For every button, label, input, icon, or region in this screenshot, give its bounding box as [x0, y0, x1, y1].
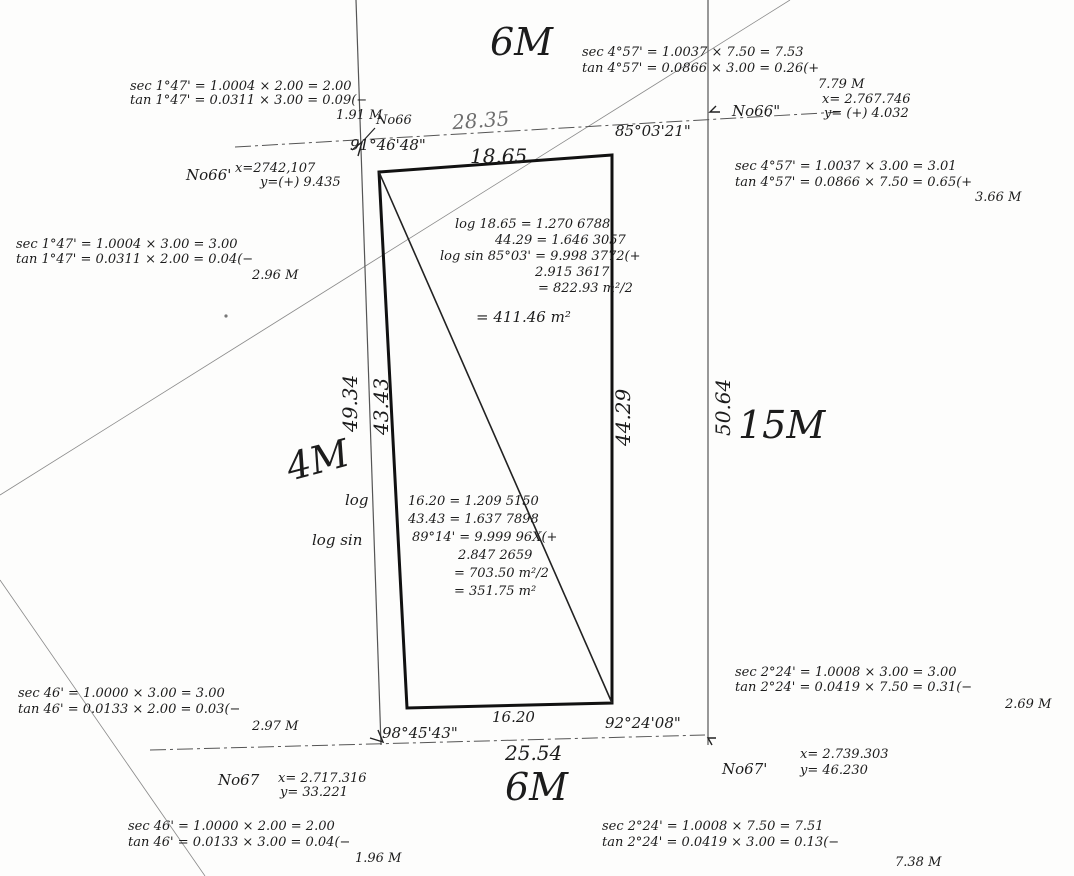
construction-line-lower-left: [0, 579, 206, 876]
calc-result: 2.69 M: [1004, 697, 1052, 712]
calc-result: 2.97 M: [251, 719, 299, 734]
area-line: 44.29 = 1.646 3057: [494, 233, 627, 248]
calc-result: 7.79 M: [818, 77, 865, 92]
west-road-boundary: [355, 0, 382, 746]
calc-bottom-right-1: sec 2°24' = 1.0008 × 3.00 = 3.00 tan 2°2…: [735, 665, 1052, 712]
north-road-boundary: [234, 111, 841, 148]
calc-line: tan 4°57' = 0.0866 × 7.50 = 0.65(+: [735, 175, 972, 190]
area-line: 2.847 2659: [457, 548, 532, 563]
nw-point-y: y=(+) 9.435: [259, 175, 341, 190]
calc-bottom-right-2: sec 2°24' = 1.0008 × 7.50 = 7.51 tan 2°2…: [602, 819, 942, 870]
nw-angle: 91°46'48": [350, 136, 426, 154]
east-road-width: 15M: [738, 403, 826, 447]
calc-line: tan 46' = 0.0133 × 2.00 = 0.03(−: [18, 702, 240, 717]
inner-west-length: 43.43: [369, 378, 393, 436]
ne-corner-arrow: [708, 105, 720, 113]
sw-angle: 98°45'43": [382, 724, 458, 742]
calc-line: sec 4°57' = 1.0037 × 3.00 = 3.01: [735, 159, 957, 174]
area-calc-lower: log log sin 16.20 = 1.209 5150 43.43 = 1…: [312, 491, 557, 599]
se-point-y: y= 46.230: [799, 763, 868, 778]
south-road-boundary: [149, 734, 706, 751]
calc-line: sec 46' = 1.0000 × 3.00 = 3.00: [18, 686, 225, 701]
area-label-log: log: [345, 491, 368, 509]
area-line: 16.20 = 1.209 5150: [408, 494, 539, 509]
outer-north-length: 28.35: [450, 106, 510, 134]
ne-point-x: x= 2.767.746: [822, 92, 911, 107]
calc-line: tan 4°57' = 0.0866 × 3.00 = 0.26(+: [582, 61, 819, 76]
calc-top-right-1: sec 4°57' = 1.0037 × 7.50 = 7.53 tan 4°5…: [582, 45, 865, 92]
inner-east-length: 44.29: [611, 388, 635, 447]
calc-top-left-1: sec 1°47' = 1.0004 × 2.00 = 2.00 tan 1°4…: [130, 79, 383, 123]
calc-line: tan 46' = 0.0133 × 3.00 = 0.04(−: [128, 835, 350, 850]
no66-tag-arrow: [363, 127, 376, 141]
outer-south-length: 25.54: [504, 741, 562, 765]
outer-west-length: 49.34: [338, 375, 362, 433]
ne-point-label: No66": [731, 102, 780, 120]
calc-top-left-2: sec 1°47' = 1.0004 × 3.00 = 3.00 tan 1°4…: [16, 237, 299, 283]
sw-point-y: y= 33.221: [279, 785, 348, 800]
ne-angle: 85°03'21": [615, 122, 691, 140]
ne-point-y: y= (+) 4.032: [823, 106, 909, 121]
calc-result: 2.96 M: [251, 268, 299, 283]
calc-line: sec 2°24' = 1.0008 × 7.50 = 7.51: [602, 819, 824, 834]
sw-point-x: x= 2.717.316: [278, 771, 367, 786]
calc-result: 1.96 M: [355, 851, 402, 866]
area-line: log sin 85°03' = 9.998 3772(+: [440, 249, 640, 264]
se-angle: 92°24'08": [605, 714, 681, 732]
calc-result: 3.66 M: [975, 190, 1022, 205]
calc-line: tan 1°47' = 0.0311 × 2.00 = 0.04(−: [16, 252, 253, 267]
outer-east-length: 50.64: [711, 379, 735, 436]
area-result: = 411.46 m²: [476, 308, 571, 326]
nw-point-tag: No66: [375, 113, 412, 128]
calc-line: sec 1°47' = 1.0004 × 3.00 = 3.00: [16, 237, 238, 252]
calc-bottom-left-2: sec 46' = 1.0000 × 2.00 = 2.00 tan 46' =…: [128, 819, 402, 866]
west-road-width: 4M: [280, 430, 354, 489]
area-line: 2.915 3617: [534, 265, 610, 280]
calc-result: 7.38 M: [895, 855, 942, 870]
south-road-width: 6M: [505, 765, 569, 809]
calc-top-right-2: sec 4°57' = 1.0037 × 3.00 = 3.01 tan 4°5…: [735, 159, 1022, 205]
lot-diagonal: [378, 171, 613, 704]
area-calc-upper: log 18.65 = 1.270 6788 44.29 = 1.646 305…: [440, 217, 640, 326]
stray-dot: [224, 314, 228, 318]
nw-point-x: x=2742,107: [235, 161, 316, 176]
calc-line: sec 1°47' = 1.0004 × 2.00 = 2.00: [130, 79, 352, 94]
inner-south-length: 16.20: [492, 708, 535, 726]
construction-line-diagonal: [0, 0, 791, 496]
nw-point-label: No66': [185, 166, 231, 184]
north-road-width: 6M: [490, 20, 554, 64]
calc-line: sec 2°24' = 1.0008 × 3.00 = 3.00: [735, 665, 957, 680]
se-point-x: x= 2.739.303: [800, 747, 889, 762]
area-line: 43.43 = 1.637 7898: [407, 512, 539, 527]
calc-line: sec 4°57' = 1.0037 × 7.50 = 7.53: [582, 45, 804, 60]
calc-line: sec 46' = 1.0000 × 2.00 = 2.00: [128, 819, 335, 834]
calc-result: 1.91 M: [336, 108, 383, 123]
inner-north-length: 18.65: [470, 144, 527, 168]
area-result: = 351.75 m²: [454, 584, 536, 599]
calc-line: tan 1°47' = 0.0311 × 3.00 = 0.09(−: [130, 93, 367, 108]
sw-point-label: No67: [217, 771, 260, 789]
nw-corner-arrow: [351, 140, 364, 157]
sw-corner-arrow: [369, 729, 385, 744]
se-corner-arrow: [706, 737, 716, 746]
area-line: log 18.65 = 1.270 6788: [455, 217, 610, 232]
area-line: = 703.50 m²/2: [454, 566, 549, 581]
calc-line: tan 2°24' = 0.0419 × 7.50 = 0.31(−: [735, 680, 972, 695]
area-label-logsin: log sin: [312, 531, 362, 549]
area-line: 89°14' = 9.999 96X(+: [412, 530, 557, 545]
calc-line: tan 2°24' = 0.0419 × 3.00 = 0.13(−: [602, 835, 839, 850]
calc-bottom-left-1: sec 46' = 1.0000 × 3.00 = 3.00 tan 46' =…: [18, 686, 299, 734]
area-line: = 822.93 m²/2: [538, 281, 633, 296]
se-point-label: No67': [721, 760, 767, 778]
